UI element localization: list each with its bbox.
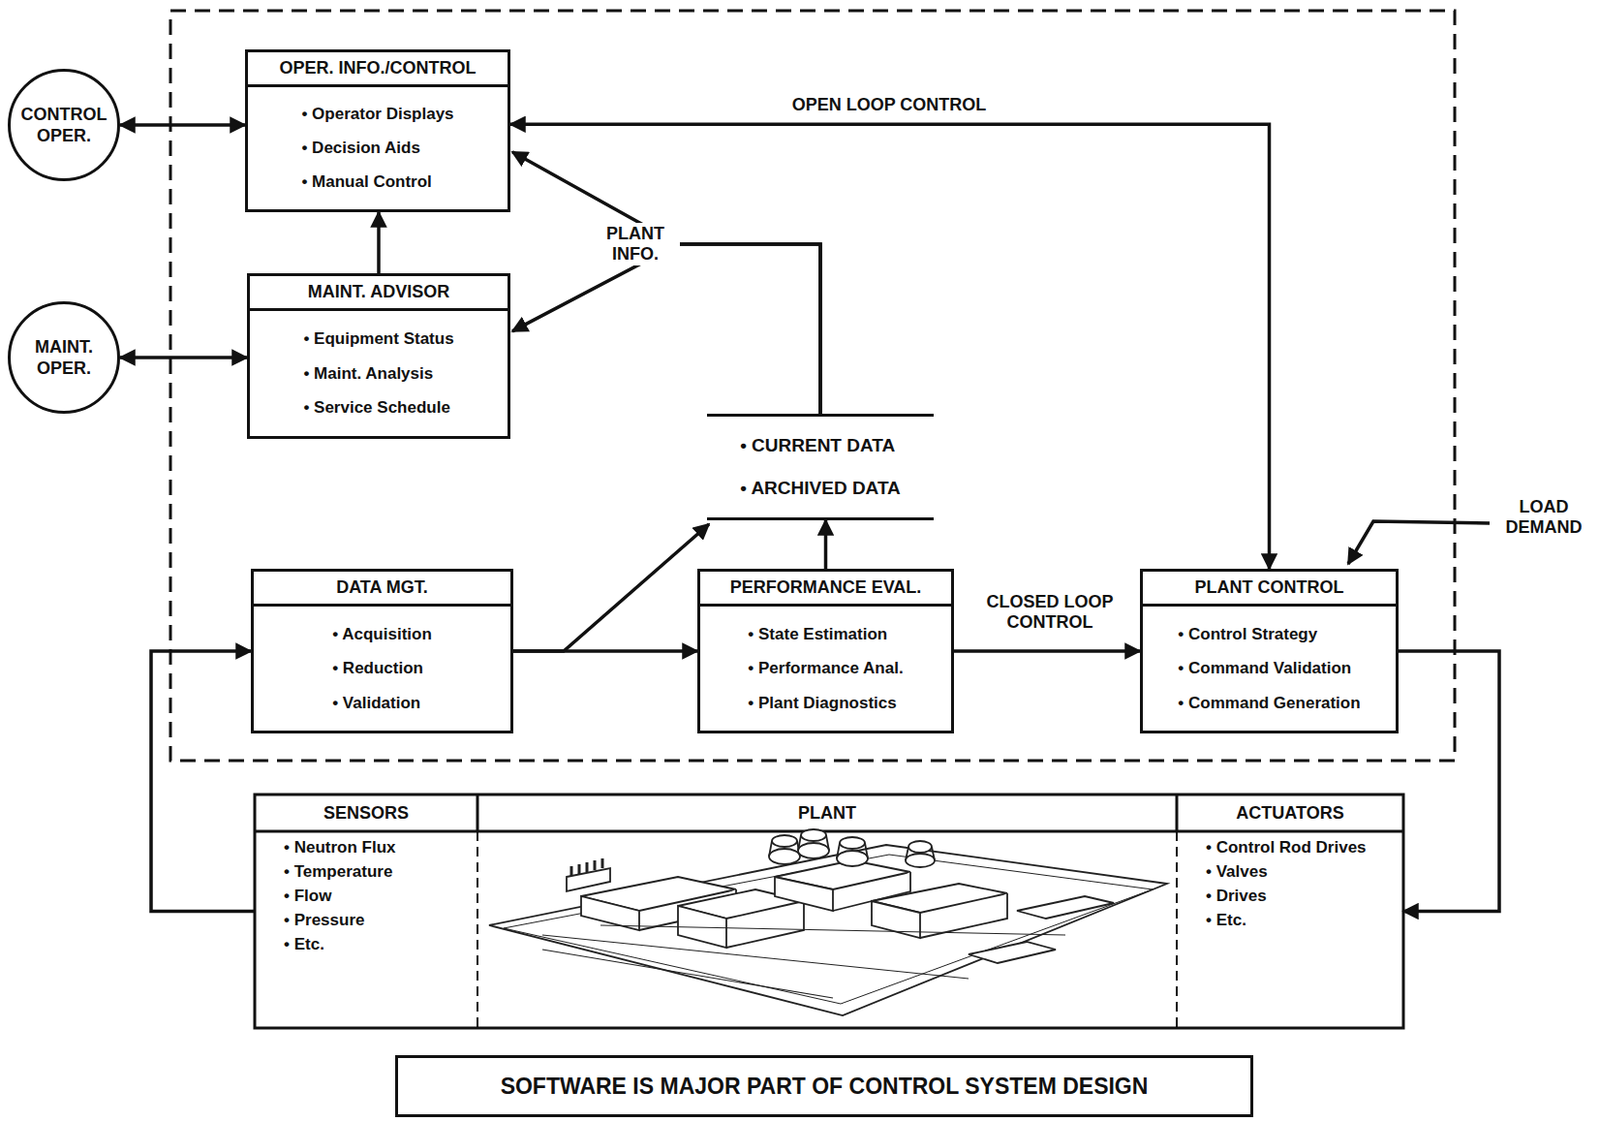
connector-arrow — [824, 520, 829, 569]
bullet-item: • Command Validation — [1177, 655, 1360, 681]
bullet-item: • Plant Diagnostics — [747, 690, 903, 716]
connector-arrow — [1398, 650, 1500, 912]
bullet-list: • State Estimation • Performance Anal. • P… — [747, 612, 903, 725]
bullet-item: • Pressure — [283, 907, 397, 932]
bullet-item: • Command Generation — [1177, 690, 1360, 716]
bullet-item: • Acquisition — [332, 621, 432, 647]
box-body: • Operator Displays • Decision Aids • Manu… — [247, 87, 508, 210]
plant-info-label: PLANT INFO. — [590, 222, 680, 266]
connector-arrow — [120, 355, 247, 360]
connector-arrow — [512, 152, 821, 414]
box-body: • State Estimation • Performance Anal. • P… — [700, 606, 952, 731]
caption-text: SOFTWARE IS MAJOR PART OF CONTROL SYSTEM… — [500, 1073, 1149, 1100]
data-item: • CURRENT DATA — [739, 424, 901, 467]
bullet-item: • Decision Aids — [301, 135, 454, 161]
bullet-item: • Maint. Analysis — [303, 361, 454, 387]
load-demand-leader — [1348, 521, 1490, 564]
bullet-item: • Flow — [283, 883, 397, 908]
connector-arrow — [376, 212, 381, 274]
box-heading: PERFORMANCE EVAL. — [700, 571, 952, 607]
software-boundary — [170, 10, 1455, 761]
connector-arrow — [151, 650, 255, 912]
operator-label: CONTROL OPER. — [20, 103, 108, 147]
bullet-item: • Drives — [1205, 883, 1367, 908]
actuators-section: ACTUATORS• Control Rod Drives• Valves• D… — [1176, 794, 1404, 1028]
box-body: • Control Rod Drives• Valves• Drives• Et… — [1176, 830, 1404, 1028]
bullet-item: • Equipment Status — [303, 326, 454, 352]
load-demand-label: LOAD DEMAND — [1493, 495, 1595, 539]
bullet-item: • Valves — [1205, 859, 1367, 884]
box-heading: PLANT — [477, 794, 1177, 831]
bullet-list: • Equipment Status • Maint. Analysis • Ser… — [303, 316, 454, 431]
box-heading: SENSORS — [254, 794, 478, 831]
bullet-list: • Acquisition • Reduction • Validation — [332, 612, 432, 725]
connector-arrow — [510, 123, 1270, 569]
edge-label: CLOSED LOOP CONTROL — [978, 590, 1122, 634]
bullet-list: • Neutron Flux• Temperature• Flow• Press… — [283, 834, 397, 1024]
bullet-item: • Etc. — [1205, 907, 1367, 932]
bullet-item: • Service Schedule — [303, 395, 454, 421]
bullet-item: • Validation — [332, 690, 432, 716]
plant-frame — [254, 794, 1404, 1028]
operator-circle: MAINT. OPER. — [7, 301, 121, 414]
process-box: DATA MGT. • Acquisition • Reduction • Valid… — [250, 568, 514, 734]
box-heading: PLANT CONTROL — [1142, 571, 1396, 607]
connector-arrow — [120, 123, 246, 127]
plant-illustration — [489, 829, 1168, 1016]
bullet-list: • Operator Displays • Decision Aids • Manu… — [301, 92, 454, 204]
bullet-item: • Manual Control — [301, 169, 454, 195]
bullet-item: • Control Rod Drives — [1205, 834, 1367, 860]
bullet-item: • Neutron Flux — [283, 834, 397, 860]
box-body: • Acquisition • Reduction • Validation — [253, 606, 511, 731]
connector-arrow — [513, 523, 709, 651]
bullet-item: • Operator Displays — [301, 101, 454, 127]
operator-circle: CONTROL OPER. — [7, 68, 121, 182]
connector-arrow — [513, 648, 698, 653]
bullet-item: • Etc. — [283, 931, 397, 956]
bullet-list: • Control Strategy • Command Validation • … — [1177, 612, 1360, 725]
box-heading: MAINT. ADVISOR — [249, 276, 508, 311]
caption-box: SOFTWARE IS MAJOR PART OF CONTROL SYSTEM… — [395, 1054, 1254, 1117]
edge-label: OPEN LOOP CONTROL — [755, 93, 1023, 117]
process-box: MAINT. ADVISOR • Equipment Status • Maint.… — [246, 273, 511, 439]
data-item: • ARCHIVED DATA — [739, 466, 901, 510]
process-box: PERFORMANCE EVAL. • State Estimation • Per… — [697, 568, 954, 734]
process-box: PLANT CONTROL • Control Strategy • Command… — [1139, 568, 1399, 734]
box-body: • Equipment Status • Maint. Analysis • Ser… — [249, 310, 508, 436]
bullet-item: • Performance Anal. — [747, 655, 903, 681]
bullet-list: • Control Rod Drives• Valves• Drives• Et… — [1205, 834, 1367, 1024]
box-heading: DATA MGT. — [253, 571, 511, 607]
sensors-section: SENSORS• Neutron Flux• Temperature• Flow… — [254, 794, 478, 1028]
connector-arrow — [512, 244, 821, 414]
box-heading: ACTUATORS — [1176, 794, 1404, 831]
plant-section: PLANT — [477, 794, 1177, 831]
operator-label: MAINT. OPER. — [20, 336, 108, 379]
box-heading: OPER. INFO./CONTROL — [247, 52, 508, 88]
box-body: • Neutron Flux• Temperature• Flow• Press… — [254, 830, 478, 1028]
data-list: • CURRENT DATA• ARCHIVED DATA — [739, 424, 901, 510]
bullet-item: • State Estimation — [747, 621, 903, 647]
data-store: • CURRENT DATA• ARCHIVED DATA — [707, 413, 934, 521]
bullet-item: • Control Strategy — [1177, 621, 1360, 647]
bullet-item: • Reduction — [332, 655, 432, 681]
bullet-item: • Temperature — [283, 859, 397, 884]
connector-arrow — [953, 648, 1140, 653]
box-body: • Control Strategy • Command Validation • … — [1142, 606, 1396, 731]
process-box: OPER. INFO./CONTROL• Operator Displays• … — [245, 49, 511, 213]
